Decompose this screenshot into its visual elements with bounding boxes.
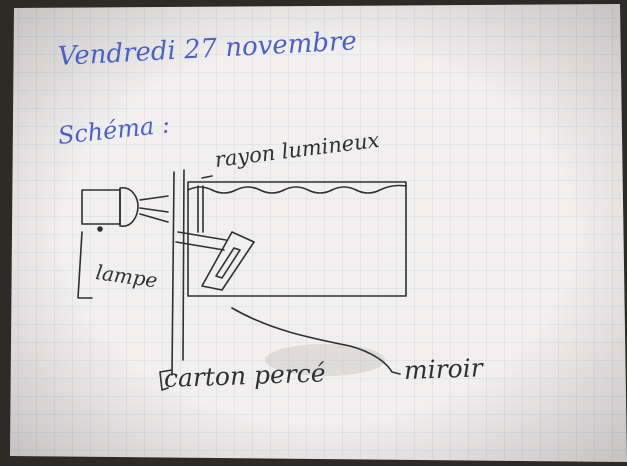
label-miroir: miroir — [404, 355, 483, 383]
lamp-switch — [98, 227, 102, 231]
label-carton-perce: carton percé — [164, 360, 326, 391]
paper-shading — [10, 4, 627, 462]
